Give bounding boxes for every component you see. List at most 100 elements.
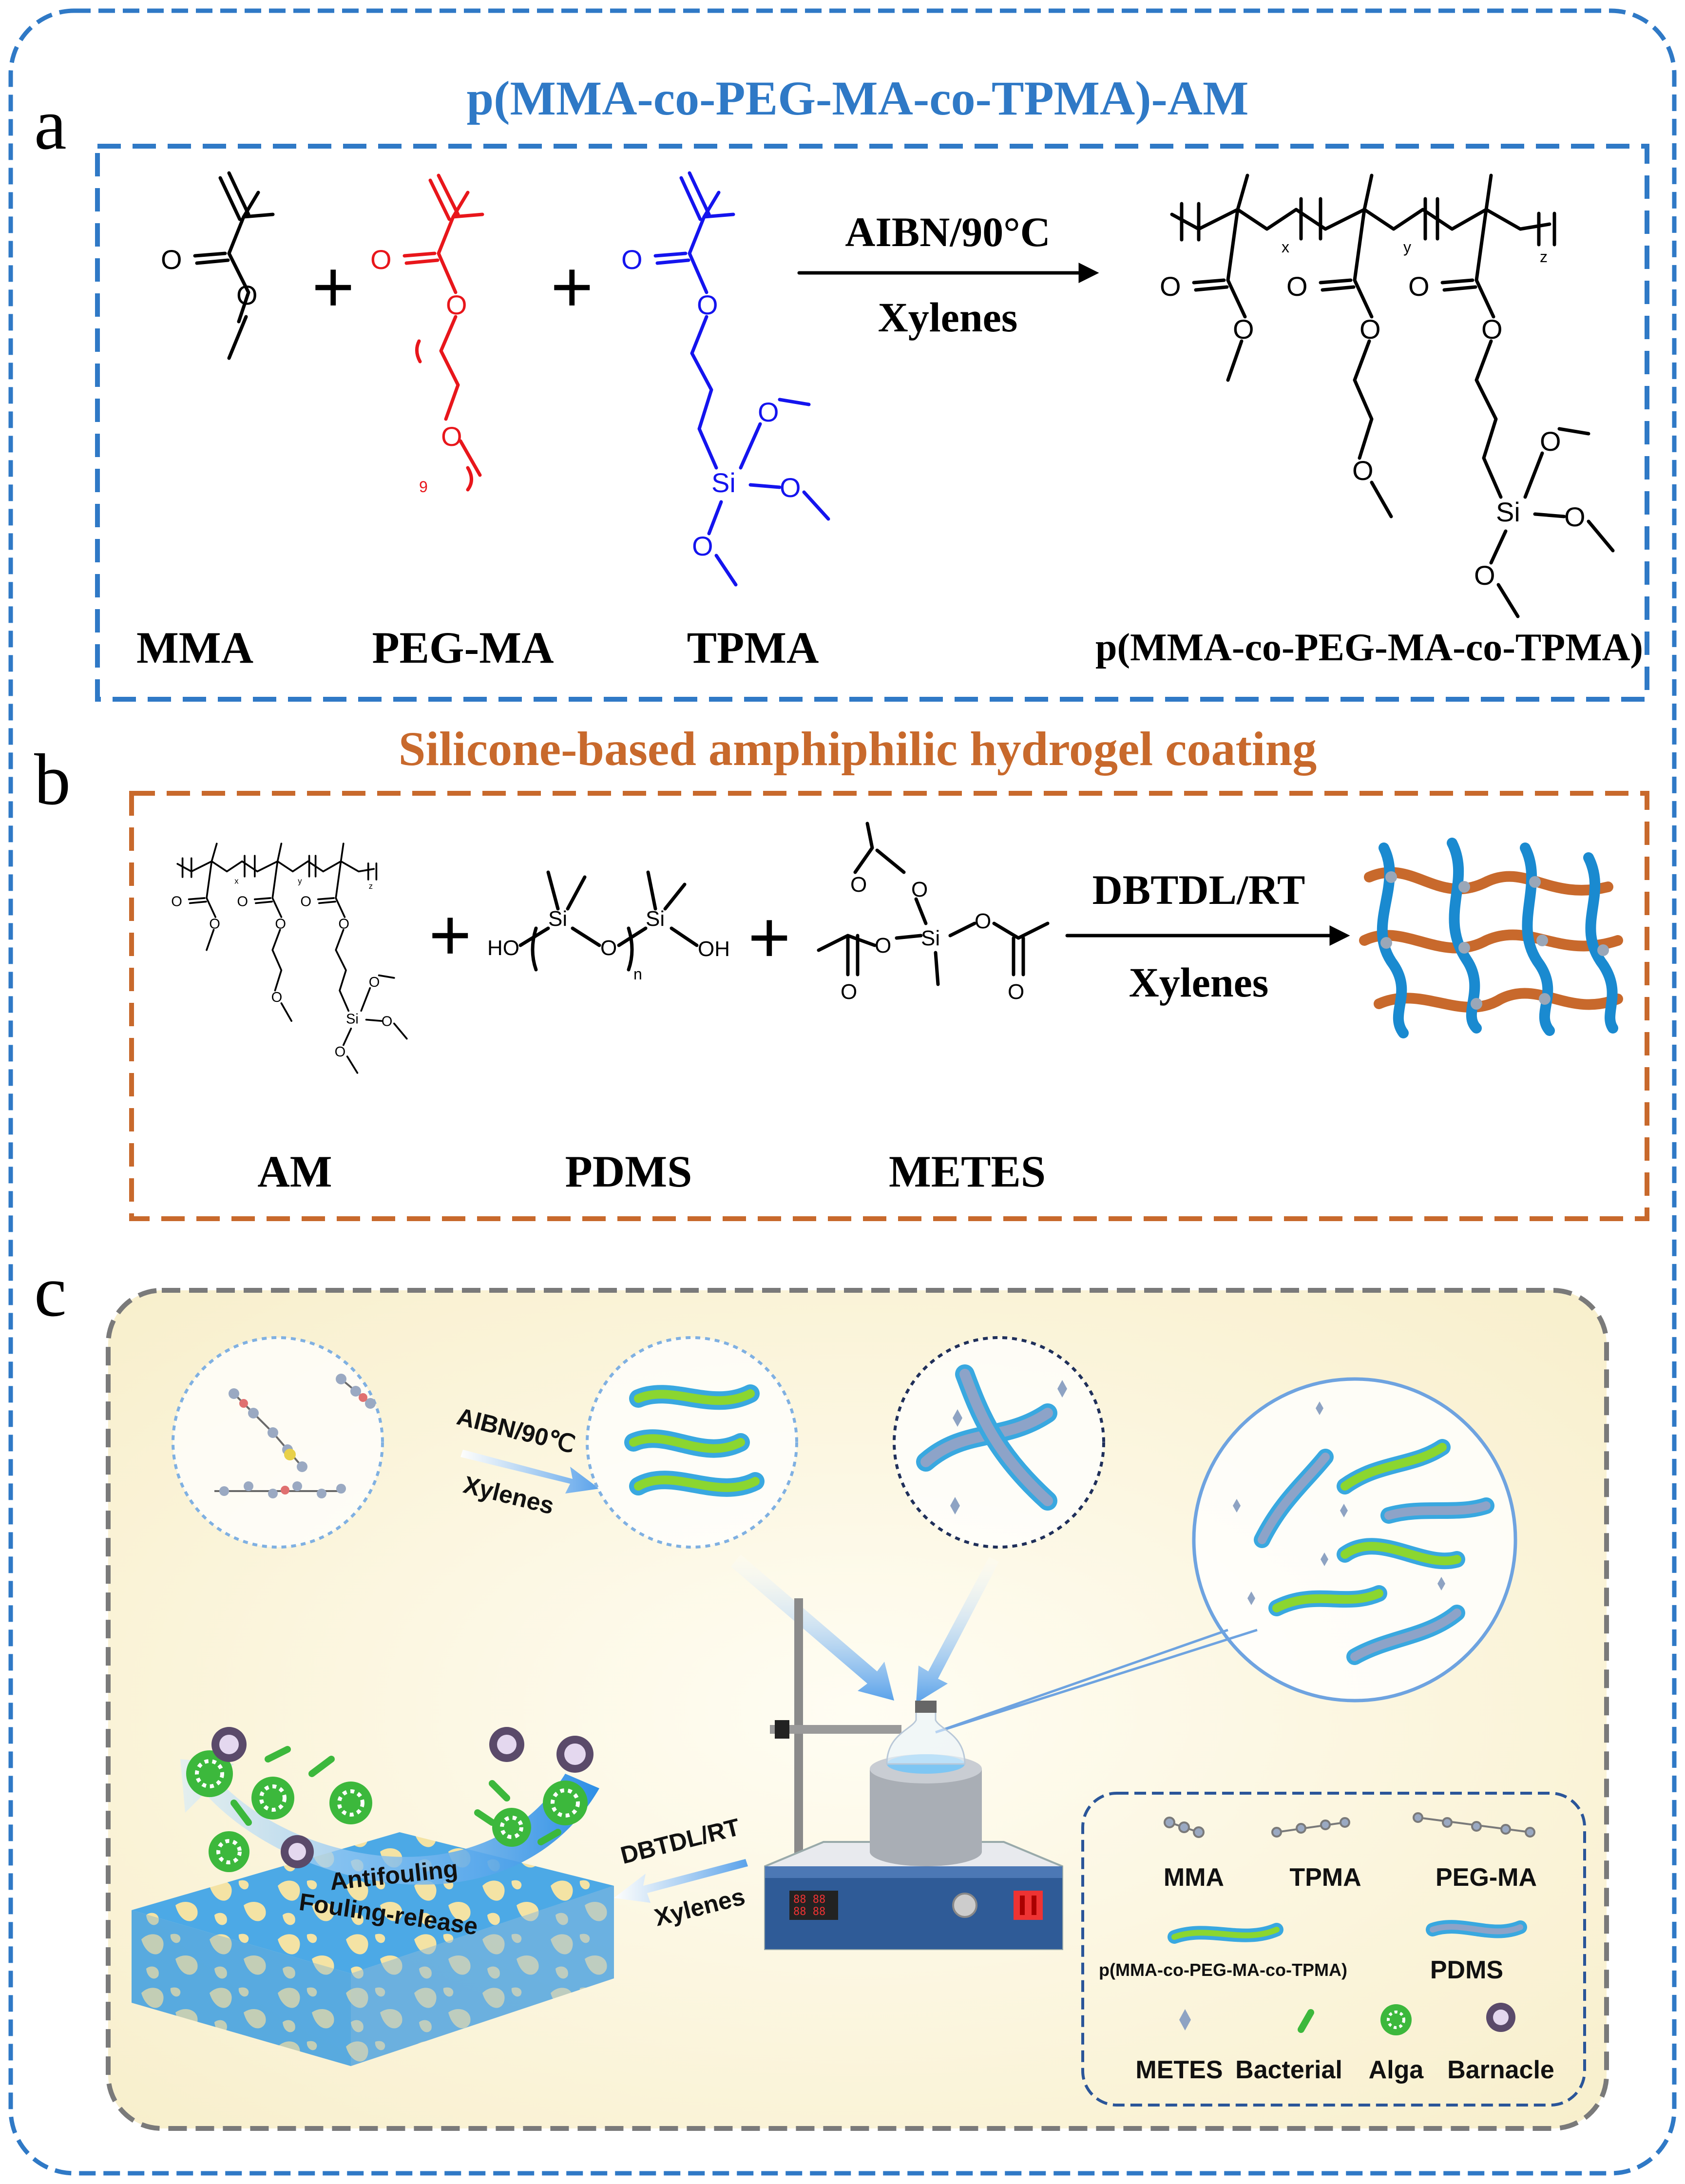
pdms-circle	[893, 1336, 1105, 1549]
plus-4: +	[748, 896, 791, 978]
panel-b-letter: b	[34, 739, 71, 820]
atom-o: O	[1359, 314, 1381, 345]
metes-structure: O O Si O O O O	[817, 822, 1050, 1004]
atom-o: O	[1564, 501, 1586, 532]
panel-c-letter: c	[34, 1251, 67, 1332]
atom-o: O	[780, 472, 801, 503]
panel-b-condition-top: DBTDL/RT	[1092, 866, 1305, 913]
atom-o: O	[300, 894, 311, 910]
atom-o: O	[209, 916, 220, 932]
am-structure: x y z O O O O O O O Si O	[171, 843, 408, 1074]
panel-a-box	[95, 144, 1649, 702]
atom-o: O	[161, 244, 182, 275]
legend-box	[1081, 1792, 1586, 2107]
atom-o: O	[236, 280, 258, 310]
step1-arrow	[460, 1450, 599, 1494]
down-arrow-2	[916, 1557, 999, 1703]
label-tpma: TPMA	[687, 623, 819, 672]
down-arrow-1	[731, 1554, 894, 1701]
step2-arrow	[614, 1859, 748, 1903]
legend-alga: Alga	[1369, 2056, 1424, 2084]
label-copolymer: p(MMA-co-PEG-MA-co-TPMA)	[1095, 626, 1643, 669]
label-mma: MMA	[136, 623, 253, 672]
legend: MMA TPMA PEG-MA p(MMA-co-PEG-MA-co-TPMA)…	[1081, 1792, 1586, 2107]
panel-a-letter: a	[34, 84, 67, 165]
atom-si: Si	[646, 907, 665, 931]
hydrogel-network	[1359, 838, 1623, 1038]
atom-si: Si	[921, 926, 940, 950]
atom-o: O	[911, 878, 928, 901]
copolymer-circle	[586, 1336, 798, 1549]
atom-oh: OH	[698, 937, 730, 961]
atom-o: O	[335, 1044, 346, 1060]
plus-1: +	[312, 246, 355, 327]
panel-c: c AIBN/90℃ Xylenes	[34, 1251, 1609, 2131]
label-metes: METES	[889, 1147, 1046, 1196]
atom-o: O	[1233, 314, 1254, 345]
atom-ho: HO	[487, 936, 519, 960]
atom-o: O	[237, 894, 248, 910]
subscript-x: x	[234, 876, 239, 885]
atom-si: Si	[1496, 497, 1520, 527]
tpma-structure: O O Si O O O	[621, 171, 830, 587]
atom-o: O	[275, 916, 286, 932]
pdms-repeat: n	[633, 965, 642, 983]
legend-copolymer: p(MMA-co-PEG-MA-co-TPMA)	[1099, 1960, 1347, 1980]
panel-b-condition-bottom: Xylenes	[1129, 959, 1269, 1006]
panel-b: b Silicone-based amphiphilic hydrogel co…	[34, 722, 1649, 1221]
atom-si: Si	[548, 907, 567, 931]
svg-text:88 88: 88 88	[793, 1894, 825, 1906]
panel-a-title: p(MMA-co-PEG-MA-co-TPMA)-AM	[467, 71, 1249, 125]
peg-repeat: 9	[419, 478, 428, 496]
foulant-organisms	[186, 1727, 594, 1872]
pegma-structure: O O O 9	[370, 173, 484, 496]
atom-o: O	[171, 894, 182, 910]
legend-mma: MMA	[1164, 1863, 1224, 1892]
atom-o: O	[1408, 271, 1430, 302]
atom-o: O	[1160, 271, 1181, 302]
atom-o: O	[338, 916, 349, 932]
panel-a-condition-top: AIBN/90°C	[845, 209, 1050, 255]
zoom-lines	[935, 1628, 1258, 1734]
atom-o: O	[875, 934, 891, 958]
legend-pegma: PEG-MA	[1436, 1863, 1537, 1892]
atom-si: Si	[711, 467, 736, 498]
legend-pdms: PDMS	[1430, 1956, 1503, 1984]
label-am: AM	[257, 1147, 332, 1196]
atom-o: O	[382, 1014, 393, 1030]
subscript-z: z	[1540, 248, 1548, 266]
subscript-y: y	[298, 876, 302, 885]
atom-o: O	[1540, 426, 1561, 457]
legend-bacterial: Bacterial	[1235, 2056, 1342, 2084]
subscript-x: x	[1282, 238, 1289, 256]
panel-b-box	[129, 791, 1649, 1221]
pdms-structure: HO Si O Si OH n	[487, 870, 730, 983]
hot-plate-stirrer: 88 88 88 88	[764, 1598, 1063, 1950]
svg-text:88 88: 88 88	[793, 1906, 825, 1918]
subscript-z: z	[369, 881, 373, 891]
atom-si: Si	[346, 1011, 359, 1027]
mma-structure: O O	[161, 171, 275, 360]
label-pegma: PEG-MA	[372, 623, 554, 672]
outer-border	[8, 8, 1677, 2176]
atom-o: O	[1286, 271, 1308, 302]
atom-o: O	[1474, 560, 1495, 591]
atom-o: O	[975, 909, 991, 933]
plus-2: +	[551, 246, 594, 327]
panel-a-condition-bottom: Xylenes	[878, 294, 1018, 341]
atom-o: O	[758, 397, 779, 427]
atom-o: O	[369, 975, 380, 990]
atom-o: O	[692, 531, 713, 561]
atom-o: O	[271, 990, 283, 1005]
atom-o: O	[600, 936, 617, 960]
atom-o: O	[1481, 314, 1503, 345]
atom-o: O	[370, 244, 392, 275]
label-pdms: PDMS	[565, 1147, 692, 1196]
atom-o: O	[441, 421, 462, 452]
panel-b-title: Silicone-based amphiphilic hydrogel coat…	[399, 722, 1317, 776]
monomer-circle	[172, 1336, 384, 1549]
atom-o: O	[1352, 455, 1374, 486]
subscript-y: y	[1403, 238, 1411, 256]
copolymer-structure: x y z O O O O O O O Si	[1160, 173, 1615, 618]
